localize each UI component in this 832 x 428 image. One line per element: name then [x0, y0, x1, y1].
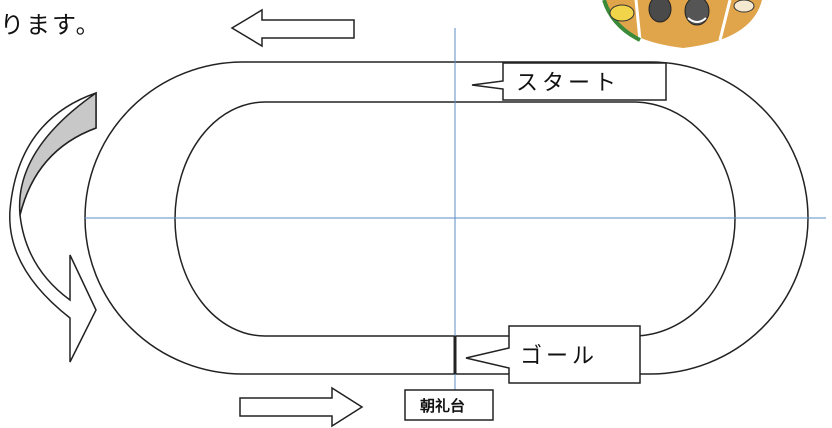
children-illustration — [602, 0, 762, 48]
left-arrow — [230, 8, 355, 48]
intro-text: ります。 — [0, 11, 102, 39]
stand-label: 朝礼台 — [420, 397, 465, 415]
assembly-stand: 朝礼台 — [404, 389, 494, 421]
right-arrow — [239, 386, 364, 428]
start-label: スタート — [516, 71, 620, 96]
start-callout: スタート — [471, 62, 667, 101]
curved-arrow-shade — [18, 91, 97, 216]
goal-callout: ゴール — [465, 325, 641, 384]
goal-label: ゴール — [520, 344, 598, 369]
outer-track — [84, 61, 809, 375]
